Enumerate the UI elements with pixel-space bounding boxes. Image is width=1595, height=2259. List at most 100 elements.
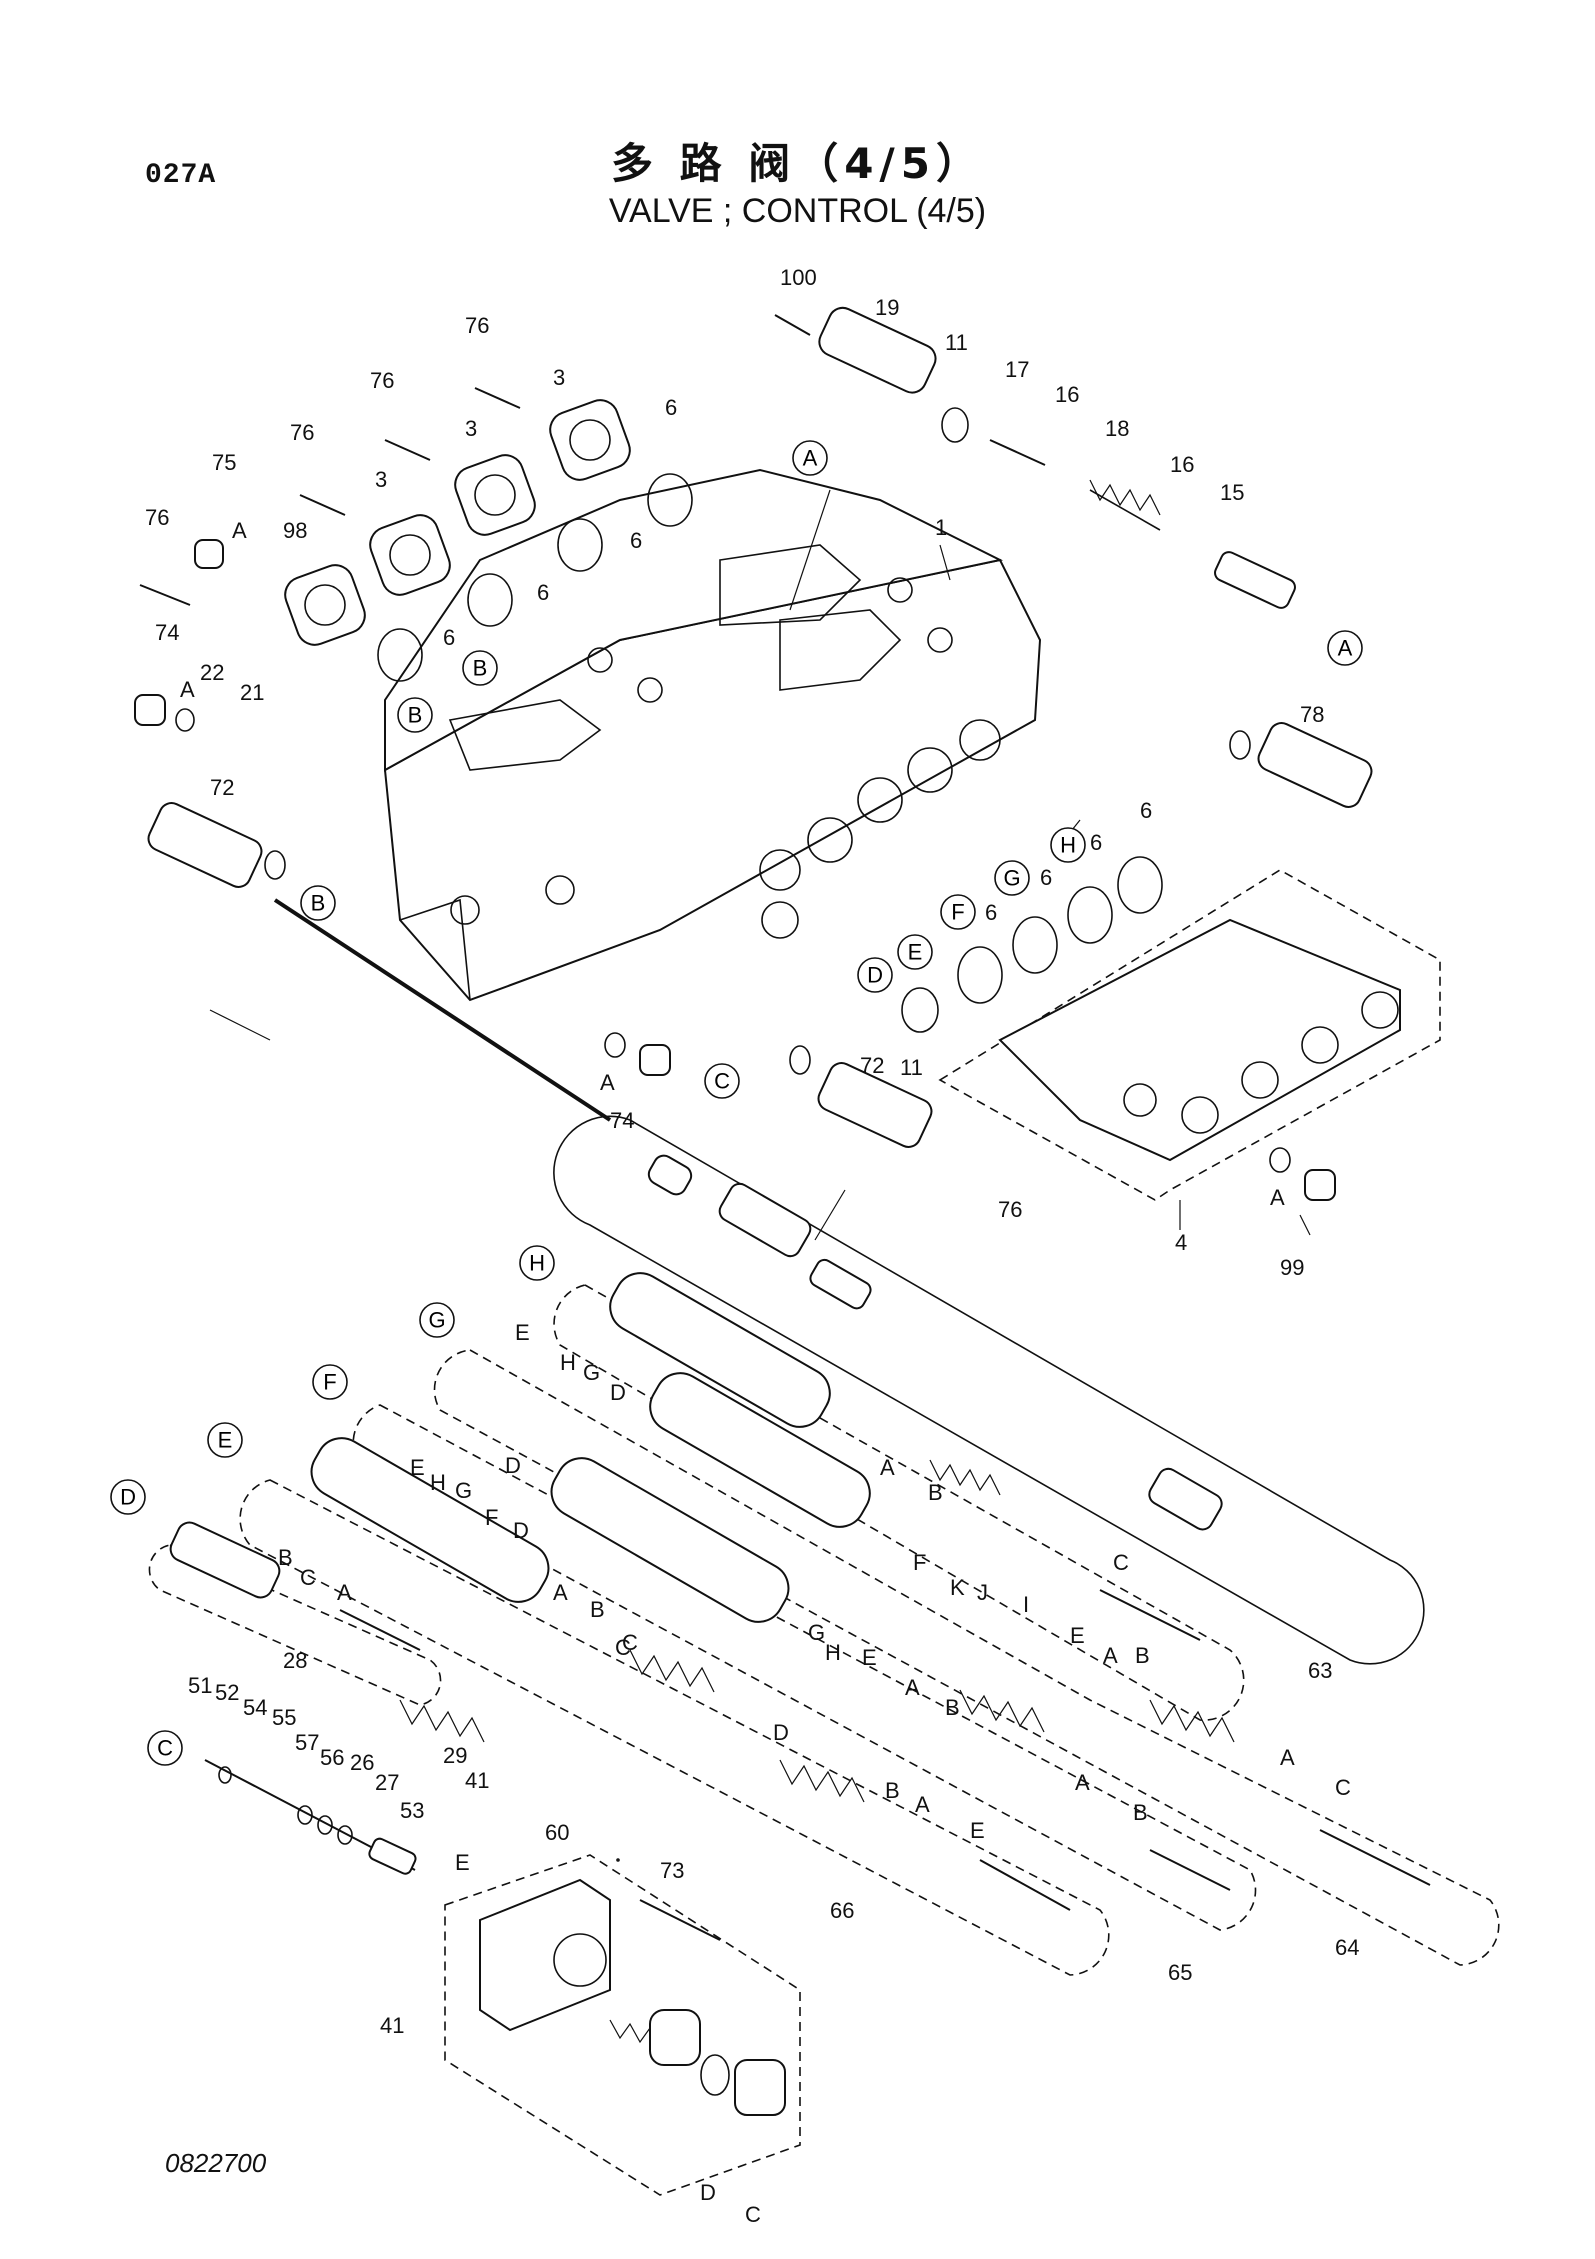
label-41b: 41 xyxy=(380,2013,404,2038)
label-74b-a: A xyxy=(600,1070,615,1095)
label-29: 29 xyxy=(443,1743,467,1768)
label-74a: 74 xyxy=(155,620,179,645)
label-e-c: C xyxy=(622,1630,638,1655)
label-66: 66 xyxy=(830,1898,854,1923)
label-54: 54 xyxy=(243,1695,267,1720)
label-16: 16 xyxy=(1055,382,1079,407)
label-78: 78 xyxy=(1300,702,1324,727)
label-6d: 6 xyxy=(443,625,455,650)
label-f-b: B xyxy=(945,1695,960,1720)
document-number: 0822700 xyxy=(165,2148,267,2178)
label-73: 73 xyxy=(660,1858,684,1883)
spool-groups xyxy=(148,1272,1500,1976)
valve-body xyxy=(383,468,1042,1002)
svg-text:B: B xyxy=(473,656,488,681)
callout-f-1: F xyxy=(940,894,976,930)
label-15: 15 xyxy=(1220,480,1244,505)
relief-valves xyxy=(147,722,1373,1148)
callout-h-2: H xyxy=(519,1245,555,1281)
label-g-c: C xyxy=(1335,1775,1351,1800)
label-g-a2: A xyxy=(1280,1745,1295,1770)
label-g-e2: E xyxy=(1070,1623,1085,1648)
svg-text:C: C xyxy=(157,1736,173,1761)
label-6e: 6 xyxy=(1140,798,1152,823)
svg-text:G: G xyxy=(1003,866,1020,891)
callout-a-top: A xyxy=(792,440,828,476)
callout-g-1: G xyxy=(994,860,1030,896)
label-e-e: E xyxy=(970,1818,985,1843)
label-g-h: H xyxy=(560,1350,576,1375)
label-d-c: C xyxy=(300,1565,316,1590)
label-e-d: D xyxy=(773,1720,789,1745)
label-98: 98 xyxy=(283,518,307,543)
label-41a: 41 xyxy=(465,1768,489,1793)
label-76c: 76 xyxy=(290,420,314,445)
label-76d: 76 xyxy=(145,505,169,530)
sub-block-4 xyxy=(938,869,1441,1201)
label-76a: 76 xyxy=(465,313,489,338)
label-g-g: G xyxy=(583,1360,600,1385)
label-75-a: A xyxy=(232,518,247,543)
label-26: 26 xyxy=(350,1750,374,1775)
callout-b-4 xyxy=(616,1858,620,1862)
label-17: 17 xyxy=(1005,357,1029,382)
label-28: 28 xyxy=(283,1648,307,1673)
label-h-c: C xyxy=(1113,1550,1129,1575)
callout-c-2: C xyxy=(147,1730,183,1766)
callout-d-1: D xyxy=(857,957,893,993)
label-60: 60 xyxy=(545,1820,569,1845)
svg-text:A: A xyxy=(1338,636,1353,661)
label-11b: 11 xyxy=(900,1055,923,1080)
label-e-b: B xyxy=(590,1597,605,1622)
label-g-a: A xyxy=(1103,1643,1118,1668)
label-72a: 72 xyxy=(210,775,234,800)
label-g-e: E xyxy=(515,1320,530,1345)
callout-a-right: A xyxy=(1327,630,1363,666)
label-21: 21 xyxy=(240,680,264,705)
label-4: 4 xyxy=(1175,1230,1187,1255)
label-f-f: F xyxy=(913,1550,926,1575)
label-99-a: A xyxy=(1270,1185,1285,1210)
piston-group-c xyxy=(204,1759,417,1875)
label-f-f2: F xyxy=(485,1505,498,1530)
label-18: 18 xyxy=(1105,416,1129,441)
callout-b-2: B xyxy=(397,697,433,733)
callout-f-2: F xyxy=(312,1364,348,1400)
svg-text:D: D xyxy=(867,963,883,988)
label-6g: 6 xyxy=(1040,865,1052,890)
label-27: 27 xyxy=(375,1770,399,1795)
label-h-b: B xyxy=(928,1480,943,1505)
label-3b: 3 xyxy=(465,416,477,441)
label-d-b: B xyxy=(278,1545,293,1570)
callout-b-3: B xyxy=(300,885,336,921)
label-e-c2: C xyxy=(615,1635,631,1660)
label-3a: 3 xyxy=(553,365,565,390)
label-f-c: B xyxy=(1133,1800,1148,1825)
label-74a-a: A xyxy=(180,677,195,702)
label-74b: 74 xyxy=(610,1108,634,1133)
label-e-b2: B xyxy=(885,1778,900,1803)
label-f-k: K xyxy=(950,1575,965,1600)
svg-text:B: B xyxy=(311,891,326,916)
svg-text:E: E xyxy=(218,1428,233,1453)
label-1: 1 xyxy=(935,515,947,540)
title-english: VALVE ; CONTROL (4/5) xyxy=(608,192,987,230)
label-57: 57 xyxy=(295,1730,319,1755)
label-60-c: C xyxy=(745,2202,761,2227)
label-d-a: A xyxy=(337,1580,352,1605)
label-3c: 3 xyxy=(375,467,387,492)
detail-leader xyxy=(273,898,612,1122)
label-6c: 6 xyxy=(537,580,549,605)
label-60-d: D xyxy=(700,2180,716,2205)
svg-text:H: H xyxy=(1060,833,1076,858)
label-63: 63 xyxy=(1308,1658,1332,1683)
label-52: 52 xyxy=(215,1680,239,1705)
callout-c-1: C xyxy=(704,1063,740,1099)
label-75: 75 xyxy=(212,450,236,475)
label-56: 56 xyxy=(320,1745,344,1770)
callout-e-2: E xyxy=(207,1422,243,1458)
label-51: 51 xyxy=(188,1673,212,1698)
svg-text:H: H xyxy=(529,1251,545,1276)
lower-block-60 xyxy=(444,1854,801,2196)
label-g-d: D xyxy=(610,1380,626,1405)
